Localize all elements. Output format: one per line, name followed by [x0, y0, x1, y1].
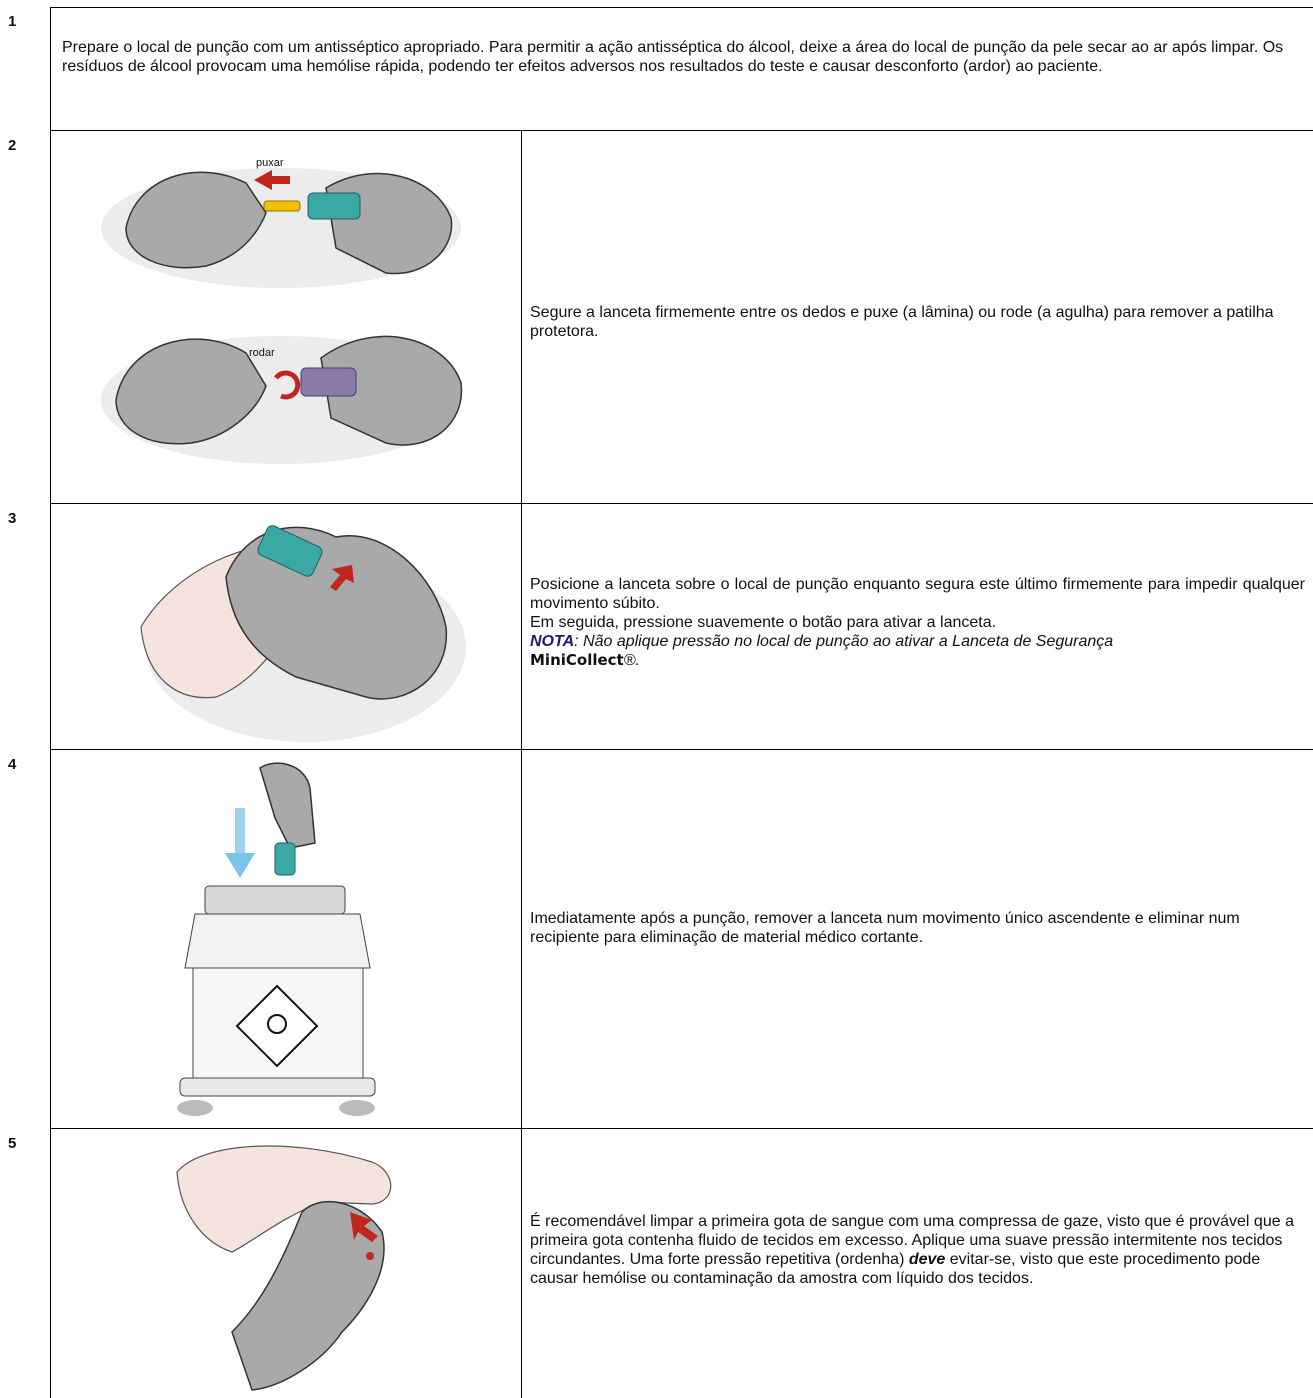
step-3-note: NOTA: Não aplique pressão no local de pu…: [530, 632, 1305, 651]
row-border-top: [50, 7, 1313, 8]
rotate-label: rodar: [249, 347, 275, 359]
step-3-line-2: Em seguida, pressione suavemente o botão…: [530, 614, 997, 631]
column-divider: [521, 130, 522, 1398]
row-border-2: [50, 503, 1313, 504]
note-text: : Não aplique pressão no local de punção…: [574, 633, 1114, 650]
row-border-4: [50, 1128, 1313, 1129]
step-3-text: Posicione a lanceta sobre o local de pun…: [530, 575, 1305, 670]
rotate-cap-figure: rodar: [101, 335, 463, 464]
step-number-1: 1: [8, 13, 17, 30]
sharps-disposal-illustration: [177, 762, 376, 1116]
step-5-text: É recomendável limpar a primeira gota de…: [530, 1212, 1310, 1288]
brand-suffix: ®.: [623, 652, 640, 669]
step-3-brand-line: MiniCollect®.: [530, 651, 1305, 670]
brand-name: MiniCollect: [530, 651, 624, 669]
activate-lancet-illustration: [140, 525, 466, 742]
step-4-text: Imediatamente após a punção, remover a l…: [530, 910, 1240, 946]
remove-cap-illustration: puxar rodar: [101, 157, 463, 464]
step-5-text-before: É recomendável limpar a primeira gota de…: [530, 1213, 1294, 1268]
row-border-3: [50, 749, 1313, 750]
table-left-border: [50, 7, 51, 1398]
wipe-first-drop-illustration: [176, 1145, 392, 1391]
step-3-line-1: Posicione a lanceta sobre o local de pun…: [530, 576, 1305, 612]
step-5-emphasis: deve: [908, 1251, 946, 1268]
pull-cap-figure: puxar: [101, 157, 461, 288]
step-number-5: 5: [8, 1135, 17, 1152]
step-2-text: Segure a lanceta firmemente entre os ded…: [530, 304, 1274, 340]
note-label: NOTA: [530, 633, 575, 650]
step-number-4: 4: [8, 756, 17, 773]
step-5-text-after: evitar-se, visto que este procedimento p…: [530, 1251, 1261, 1287]
step-number-2: 2: [8, 137, 17, 154]
pull-label: puxar: [256, 157, 284, 169]
step-1-text: Prepare o local de punção com um antissé…: [62, 39, 1284, 75]
step-number-3: 3: [8, 510, 17, 527]
row-border-1: [50, 130, 1313, 131]
